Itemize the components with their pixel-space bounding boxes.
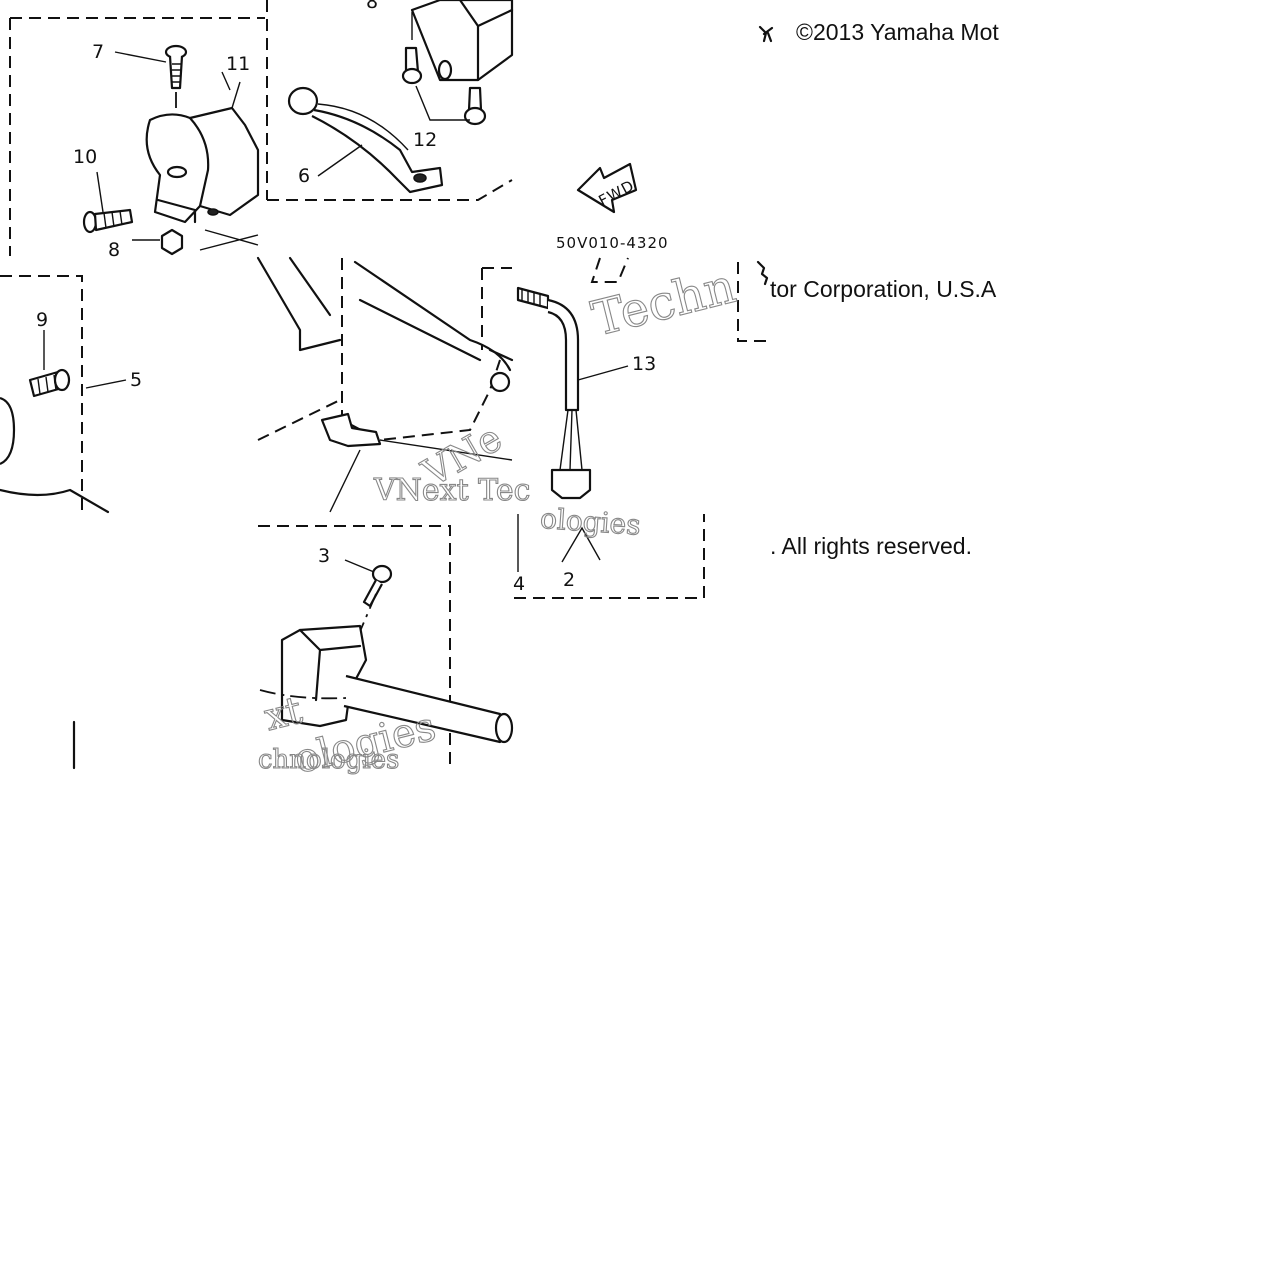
nut-8	[160, 228, 184, 256]
callout-13: 13	[632, 353, 656, 375]
logo-fragment	[756, 260, 769, 286]
bolt-12-a	[401, 46, 423, 85]
callout-3: 3	[318, 545, 330, 567]
callout-4: 4	[513, 573, 525, 595]
clamp-body	[145, 81, 260, 251]
switch-connector	[320, 412, 382, 448]
bolt-7	[164, 44, 188, 175]
callout-9: 9	[36, 309, 48, 331]
frame-fragment	[737, 262, 770, 342]
copyright-line-1: ©2013 Yamaha Mot	[796, 19, 999, 45]
bolt-12-b	[463, 86, 487, 126]
watermark-middle: VNext Tec	[373, 473, 530, 508]
bolt-9	[28, 368, 71, 398]
tile-lever-holder: 7 11 10 8	[9, 0, 268, 261]
screw-3	[362, 564, 393, 608]
forward-arrow-icon: FWD	[576, 162, 638, 214]
callout-6: 6	[298, 165, 310, 187]
handlebar-switch	[259, 624, 514, 744]
callout-7: 7	[92, 41, 104, 63]
callout-8-lower: 8	[108, 239, 120, 261]
tile-screws-2-4: 4 2 ologies	[513, 501, 705, 599]
tile-lead-wire: 13 Techn	[481, 257, 742, 500]
watermark-bottom-1: chnologies	[258, 745, 399, 775]
callout-11: 11	[226, 53, 250, 75]
tile-handlebar: VNext Tec VNe	[256, 256, 531, 513]
bolt-10	[82, 208, 134, 234]
yamaha-logo-icon	[758, 25, 774, 43]
copyright-line-3: . All rights reserved.	[770, 533, 972, 559]
tile-lever: 8 12 6	[267, 0, 514, 201]
watermark-top: Techn	[586, 258, 741, 348]
callout-8-upper: 8	[366, 0, 378, 13]
brake-lever-6	[287, 86, 444, 194]
callout-10: 10	[73, 146, 97, 168]
part-number: 50V010-4320	[556, 234, 669, 252]
callout-12: 12	[413, 129, 437, 151]
copyright-line-2: tor Corporation, U.S.A	[770, 276, 997, 302]
tile-part-number: FWD 50V010-4320	[556, 162, 669, 283]
callout-5: 5	[130, 369, 142, 391]
callout-2: 2	[563, 569, 575, 591]
tile-switch-left: 9 5	[0, 275, 142, 514]
tile-switch-grip: 3 xt ologies chnologies	[72, 525, 514, 784]
lead-wire-13	[516, 286, 592, 500]
watermark-right: ologies	[539, 502, 642, 542]
copyright-block: ©2013 Yamaha Mot tor Corporation, U.S.A …	[737, 19, 999, 559]
